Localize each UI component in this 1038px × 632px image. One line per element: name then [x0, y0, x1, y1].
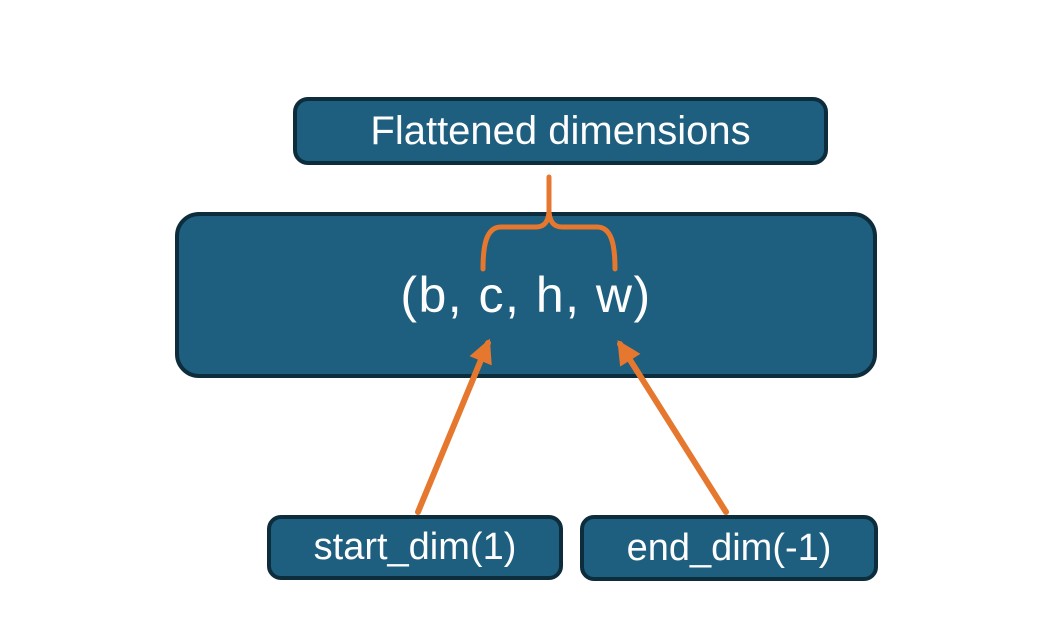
start-dim-box: start_dim(1) [267, 515, 563, 580]
tensor-shape-label: (b, c, h, w) [400, 267, 652, 323]
end-dim-box: end_dim(-1) [580, 515, 878, 581]
flattened-dimensions-label: Flattened dimensions [370, 108, 751, 153]
start-dim-label: start_dim(1) [313, 526, 517, 568]
end-dim-label: end_dim(-1) [626, 526, 832, 569]
flattened-dimensions-box: Flattened dimensions [293, 97, 828, 165]
tensor-shape-box: (b, c, h, w) [175, 212, 877, 378]
